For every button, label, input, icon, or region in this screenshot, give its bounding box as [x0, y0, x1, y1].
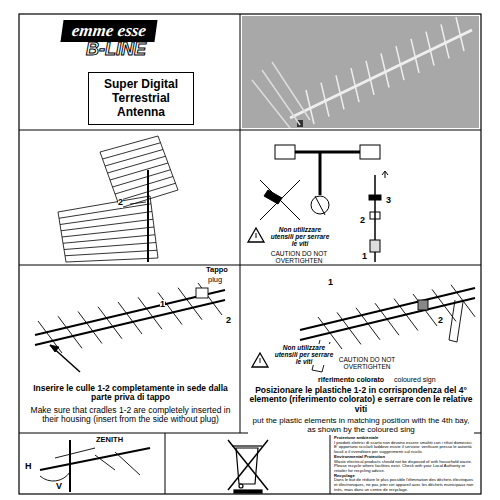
- antenna-panel: [58, 136, 178, 262]
- stroke: [59, 204, 151, 219]
- caution-note: Non utilizzare utensili per serrare le v…: [268, 226, 332, 247]
- stroke: [321, 83, 329, 117]
- page-frame: [19, 14, 481, 494]
- stroke: [110, 163, 168, 180]
- notice-text: I prodotti elettrici di scarto non devon…: [334, 441, 476, 455]
- reference-note: riferimento colorato: [318, 376, 384, 384]
- stroke: [426, 32, 434, 66]
- part-name: plug: [208, 276, 222, 284]
- stroke: [98, 307, 122, 339]
- stroke: [413, 294, 437, 326]
- divider: [330, 433, 331, 494]
- callout-number: 3: [386, 196, 391, 206]
- axis-label: H: [25, 462, 32, 472]
- logo-bar: emme esse: [60, 20, 157, 42]
- stroke: [64, 243, 156, 250]
- stroke: [394, 299, 418, 331]
- stroke: [108, 156, 166, 173]
- callout-number: 2: [360, 216, 365, 226]
- divider: [165, 433, 166, 494]
- stroke: [118, 183, 176, 201]
- photo: [242, 16, 479, 128]
- stroke: [115, 177, 173, 195]
- instruction-en: Make sure that cradles 1-2 are completel…: [28, 406, 233, 425]
- title-box: Super Digital Terrestrial Antenna: [88, 72, 194, 125]
- caution-note: CAUTION DO NOT OVERTIGHTEN: [338, 356, 396, 370]
- stroke: [62, 227, 154, 237]
- callout-number: 2: [118, 198, 123, 208]
- callout-number: 2: [438, 316, 443, 326]
- stroke: [396, 46, 404, 80]
- stroke: [336, 75, 344, 109]
- stroke: [38, 321, 62, 353]
- boom-cradle-left: [35, 283, 225, 372]
- divider: [19, 130, 481, 131]
- callout-number: 1: [362, 252, 367, 262]
- instruction-it: Posizionare le plastiche 1-2 in corrispo…: [248, 386, 474, 414]
- part-name: Tappo: [206, 266, 228, 274]
- boom-cradle-right: [252, 285, 475, 372]
- caution-note: Non utilizzare utensili per serrare le v…: [272, 344, 336, 365]
- stroke: [65, 250, 157, 256]
- stroke: [366, 61, 374, 95]
- instruction-it: Inserire le culle 1-2 completamente in s…: [28, 384, 233, 403]
- logo-text: emme esse: [71, 21, 148, 41]
- stroke: [103, 143, 161, 159]
- divider: [19, 265, 481, 266]
- notice-text: Dans le but de réduire le plus possible …: [334, 478, 476, 492]
- stroke: [351, 68, 359, 102]
- mount-detail: [248, 145, 388, 262]
- brand-name: B-LINE: [86, 40, 146, 60]
- stroke: [78, 312, 102, 344]
- divider: [240, 14, 241, 433]
- stroke: [58, 316, 82, 348]
- reference-note: coloured sign: [394, 376, 436, 384]
- stroke: [60, 212, 152, 225]
- instruction-en: put the plastic elements in matching pos…: [248, 417, 474, 435]
- caution-note: CAUTION DO NOT OVERTIGHTEN: [270, 250, 328, 264]
- stroke: [441, 24, 449, 58]
- stroke: [411, 39, 419, 73]
- stroke: [158, 293, 182, 325]
- stroke: [61, 219, 153, 231]
- stroke: [118, 302, 142, 334]
- stroke: [105, 150, 163, 167]
- direction-label: ZENITH: [96, 436, 123, 444]
- stroke: [306, 90, 314, 124]
- notice-text: Waste electrical products should not be …: [334, 460, 476, 474]
- axis-label: V: [56, 482, 62, 492]
- stroke: [381, 54, 389, 88]
- antenna-photo: [252, 17, 472, 128]
- callout-number: 1: [328, 278, 333, 288]
- stroke: [456, 17, 464, 51]
- stroke: [356, 308, 380, 340]
- weee-bin-symbol: [228, 440, 268, 493]
- stroke: [63, 235, 155, 244]
- stroke: [375, 303, 399, 335]
- zenith-detail: [40, 440, 150, 492]
- environment-notice: Protezione ambientaleI prodotti elettric…: [334, 436, 476, 492]
- stroke: [138, 297, 162, 329]
- callout-number: 1: [160, 300, 165, 310]
- stroke: [337, 312, 361, 344]
- stroke: [113, 170, 171, 187]
- callout-number: 2: [226, 316, 231, 326]
